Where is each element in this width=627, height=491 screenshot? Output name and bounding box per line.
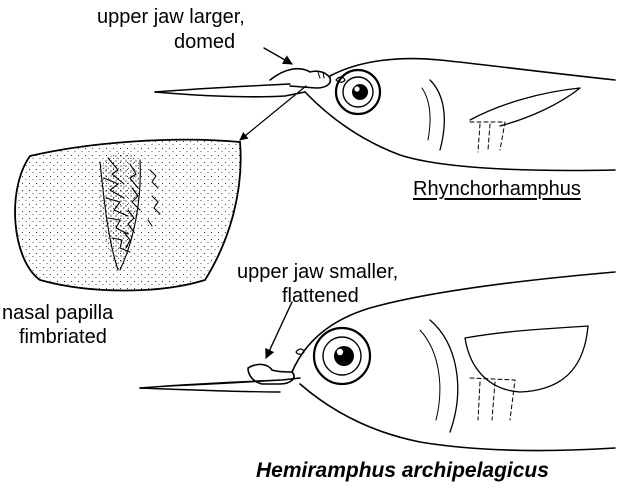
top-annotation-line2: domed [174,32,235,52]
nasal-papilla-icon [15,140,241,291]
bottom-annotation-line1: upper jaw smaller, [237,262,398,282]
bottom-annotation-line2: flattened [282,286,359,306]
top-annotation-arrow-icon [264,48,292,64]
bottom-annotation-arrow-icon [266,302,292,358]
top-genus-label: Rhynchorhamphus [413,179,581,199]
papilla-pointer-icon [240,86,306,140]
inset-label-line1: nasal papilla [2,303,113,323]
bottom-fish-head-icon [140,272,615,450]
top-annotation-line1: upper jaw larger, [97,7,245,27]
inset-label-line2: fimbriated [19,327,107,347]
species-label: Hemiramphus archipelagicus [256,460,549,481]
